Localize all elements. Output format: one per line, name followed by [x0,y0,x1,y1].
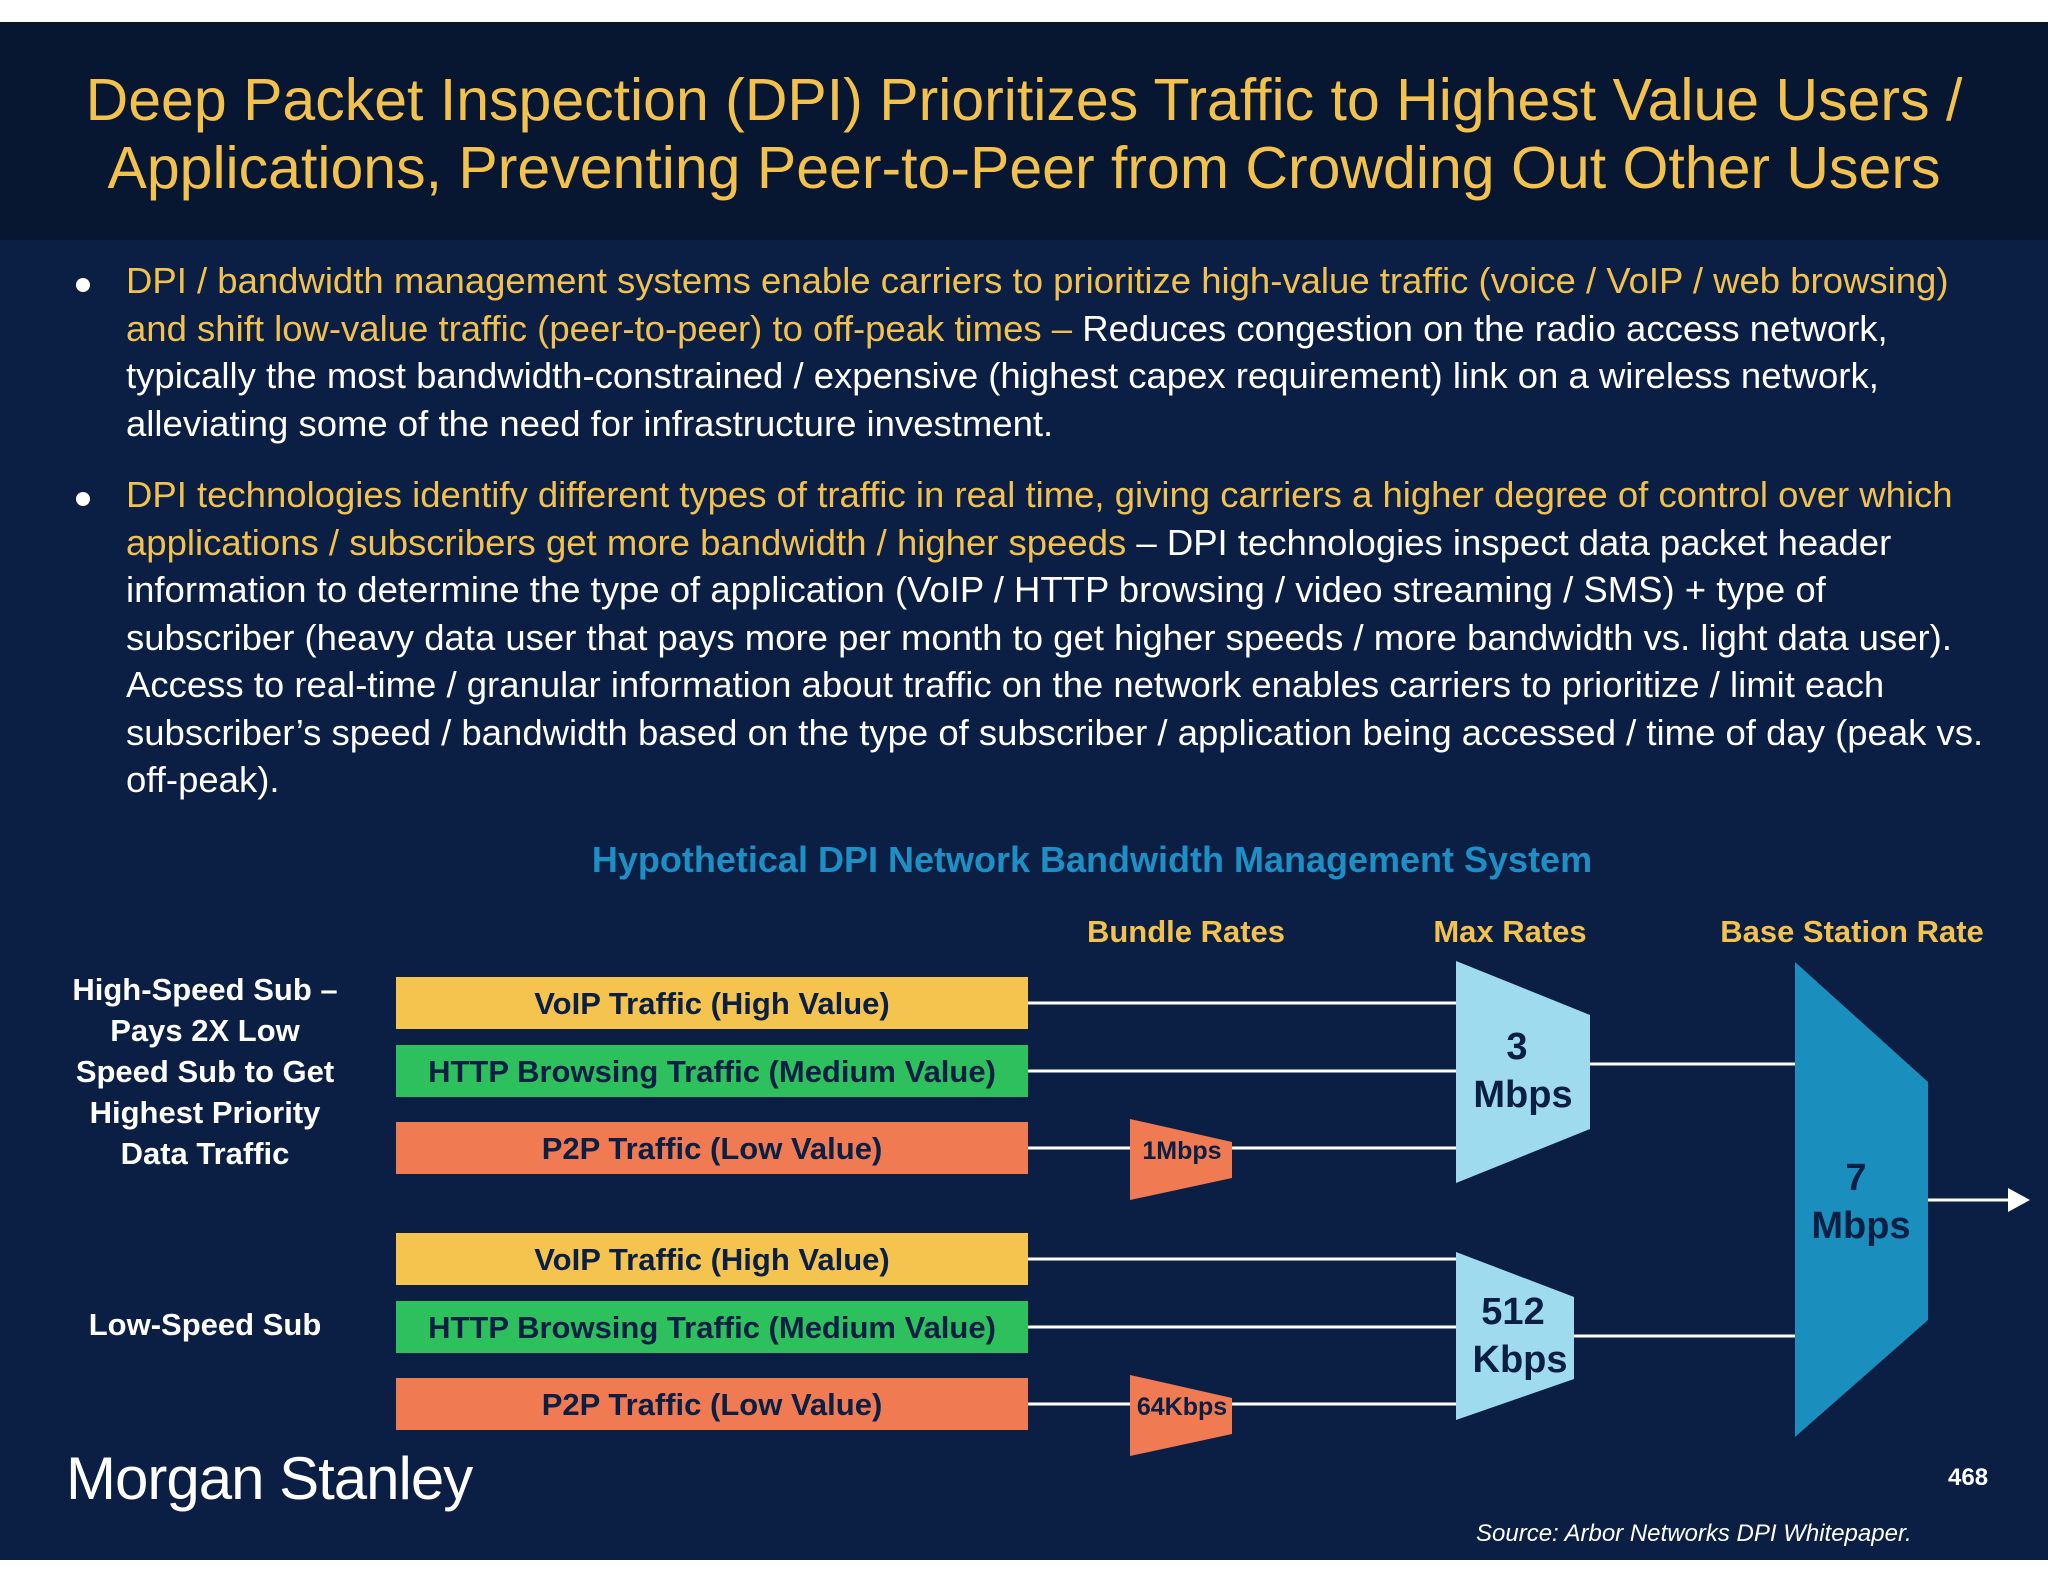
connector-lines [1028,1001,2010,1406]
traffic-label: HTTP Browsing Traffic (Medium Value) [428,1054,996,1089]
page-title: Deep Packet Inspection (DPI) Prioritizes… [85,67,1963,201]
traffic-label: VoIP Traffic (High Value) [534,986,889,1021]
max-rates-header: Max Rates [1433,914,1586,949]
bundle-funnel-low [1130,1375,1232,1456]
base-rate-label: Mbps [1811,1205,1910,1247]
bullet-2-text: – DPI technologies inspect data packet h… [126,521,1984,801]
source-note: Source: Arbor Networks DPI Whitepaper. [1476,1520,1912,1547]
traffic-label: P2P Traffic (Low Value) [542,1131,883,1166]
traffic-bar-p2p [396,1122,1028,1174]
traffic-label: VoIP Traffic (High Value) [534,1242,889,1277]
group-label-line: Highest Priority [90,1095,322,1130]
group-label-high-speed: High-Speed Sub – Pays 2X Low Speed Sub t… [72,972,337,1171]
base-station-funnel [1795,962,1928,1437]
bundle-funnel-high [1130,1119,1232,1200]
group-label-line: Speed Sub to Get [76,1054,334,1089]
page-number: 468 [1948,1464,1989,1491]
bundle-rates-header: Bundle Rates [1087,914,1285,949]
base-station-rate-header: Base Station Rate [1720,914,1984,949]
bullet-1-highlight: DPI / bandwidth management systems enabl… [126,260,1949,349]
traffic-label: P2P Traffic (Low Value) [542,1387,883,1422]
bundle-rate-label: 64Kbps [1137,1393,1227,1421]
group-label-line: Data Traffic [121,1136,290,1171]
bullet-marker [76,492,90,506]
max-rate-label: 512 [1481,1291,1544,1333]
bullet-2: DPI technologies identify different type… [126,471,1986,804]
traffic-bar-http [396,1301,1028,1353]
group-label-line: Pays 2X Low [110,1013,300,1048]
bundle-rate-label: 1Mbps [1142,1137,1221,1165]
output-arrow-icon [2008,1188,2030,1212]
group-label-low-speed: Low-Speed Sub [89,1307,322,1342]
max-rate-funnel-low [1456,1252,1574,1420]
bullet-1-text: Reduces congestion on the radio access n… [126,307,1888,444]
max-rate-funnel-high [1456,961,1590,1183]
title-band: Deep Packet Inspection (DPI) Prioritizes… [0,22,2048,240]
max-rate-label: Kbps [1473,1339,1568,1381]
bullet-marker [76,278,90,292]
slide: Deep Packet Inspection (DPI) Prioritizes… [0,22,2048,1560]
bullet-2-highlight: DPI technologies identify different type… [126,474,1953,563]
base-rate-label: 7 [1845,1157,1866,1199]
bandwidth-diagram: Hypothetical DPI Network Bandwidth Manag… [72,839,2030,1456]
diagram-title: Hypothetical DPI Network Bandwidth Manag… [592,839,1592,880]
traffic-bar-voip [396,1233,1028,1285]
traffic-bar-http [396,1045,1028,1097]
traffic-bar-voip [396,977,1028,1029]
bullet-1: DPI / bandwidth management systems enabl… [126,257,1986,447]
max-rate-label: Mbps [1473,1074,1572,1116]
traffic-label: HTTP Browsing Traffic (Medium Value) [428,1310,996,1345]
max-rate-label: 3 [1506,1026,1527,1068]
traffic-bar-p2p [396,1378,1028,1430]
group-label-line: High-Speed Sub – [72,972,337,1007]
morgan-stanley-logo: Morgan Stanley [66,1445,473,1512]
